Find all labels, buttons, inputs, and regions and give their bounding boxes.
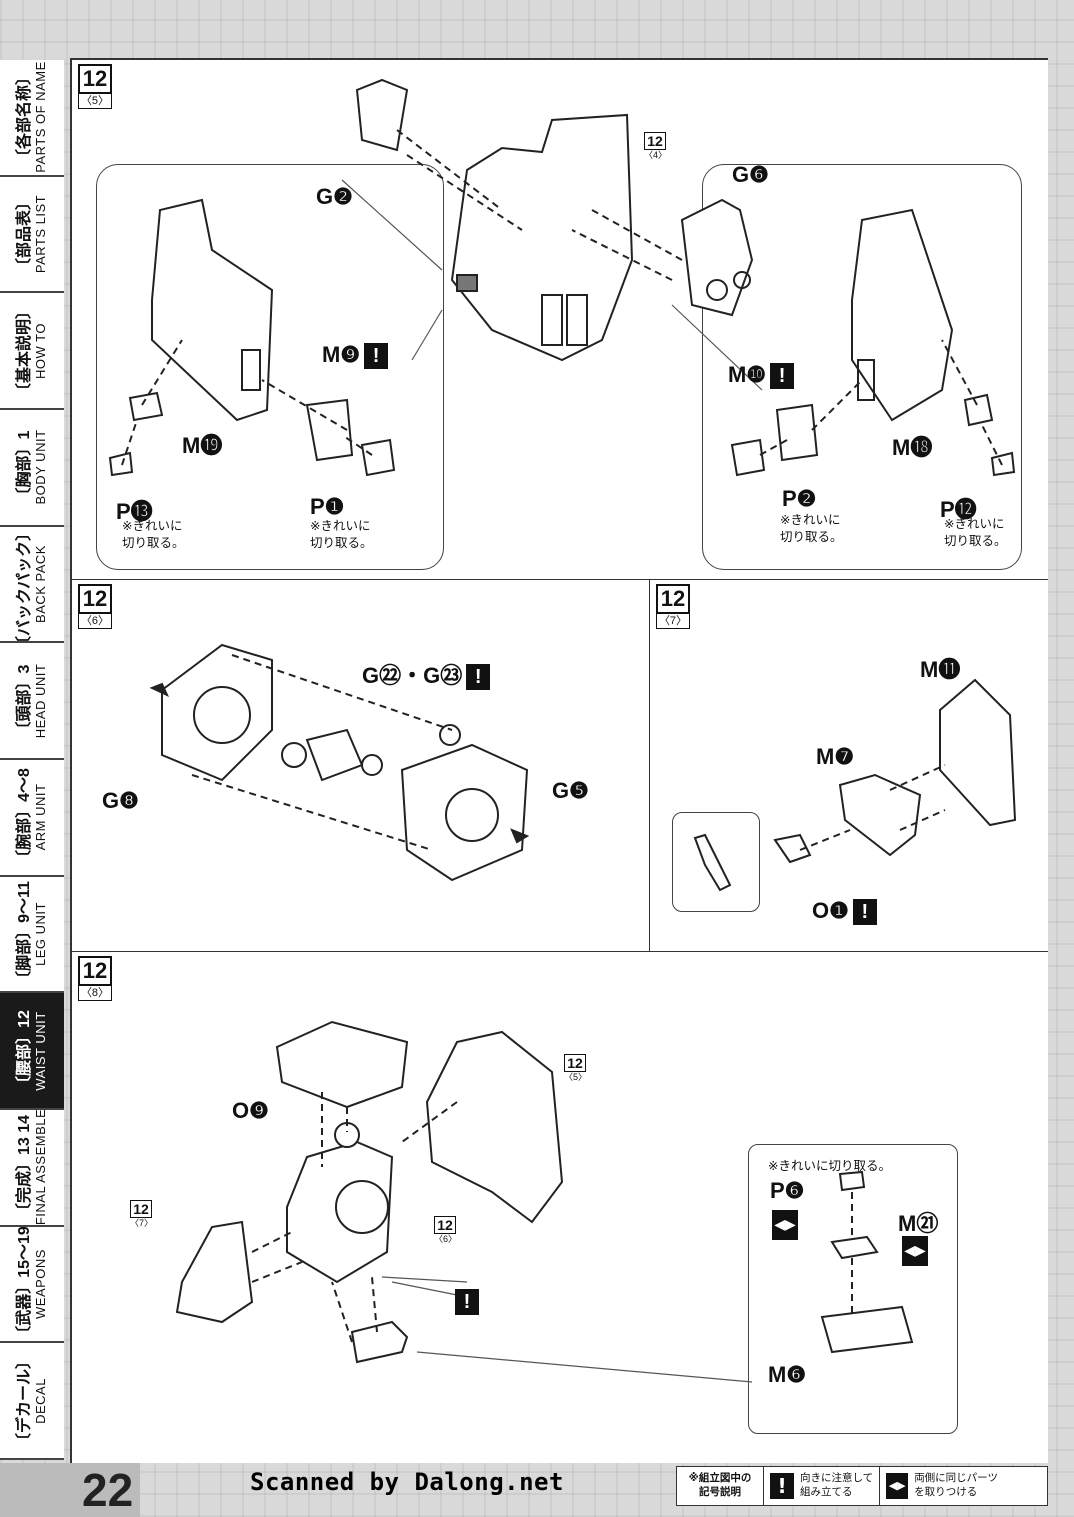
cut-note-p13: ※きれいに 切り取る。 <box>122 518 185 550</box>
ref-step-12-5: 12 〈5〉 <box>564 1054 588 1082</box>
step-12-8-panel: 12 〈8〉 <box>72 952 1048 1463</box>
step-12-8-diagram <box>175 1020 914 1383</box>
part-label-m18: M⓲ <box>892 435 933 460</box>
sidebar-section-en: BACK PACK <box>32 545 48 623</box>
sidebar-section-jp: 〔完成〕13 14 <box>15 1115 33 1220</box>
cut-note-p1: ※きれいに 切り取る。 <box>310 518 373 550</box>
legend-careful-orientation: ! 向きに注意して 組み立てる <box>763 1467 879 1505</box>
sidebar-section-jp: 〔基本説明〕 <box>15 302 33 399</box>
sidebar-section-jp: 〔腰部〕12 <box>15 1009 33 1092</box>
legend-title: ※組立図中の 記号説明 <box>688 1472 752 1498</box>
step-12-7-diagram <box>693 678 1017 892</box>
instruction-page: 12 〈5〉 <box>70 58 1048 1463</box>
part-label-g5: G❺ <box>552 778 589 803</box>
symbol-legend: ※組立図中の 記号説明 ! 向きに注意して 組み立てる ◀▶ 両側に同じパーツ … <box>676 1466 1048 1506</box>
sidebar-section-2: 〔基本説明〕HOW TO <box>0 293 64 410</box>
sidebar-section-jp: 〔腕部〕4〜8 <box>15 768 33 867</box>
warning-icon: ! <box>364 343 389 370</box>
sidebar-section-0: 〔各部名称〕PARTS OF NAME <box>0 60 64 177</box>
step-12-5-panel: 12 〈5〉 <box>72 60 1048 580</box>
part-label-m9: M❾! <box>322 342 389 370</box>
sidebar-section-en: BODY UNIT <box>32 429 48 505</box>
ref-step-12-7: 12 〈7〉 <box>130 1200 154 1228</box>
step-12-6-panel: 12 〈6〉 G㉒・G㉓! G❽ G❺ <box>72 580 650 952</box>
same-both-sides-icon-m21: ◀▶ <box>902 1236 928 1266</box>
cut-note-p12: ※きれいに 切り取る。 <box>944 516 1007 548</box>
step-tag: 12 〈8〉 <box>78 956 112 1001</box>
sidebar-section-en: WAIST UNIT <box>32 1010 48 1091</box>
sidebar-section-jp: 〔脚部〕9〜11 <box>15 881 33 987</box>
part-label-m19: M⓳ <box>182 433 223 458</box>
part-label-m11: M⓫ <box>920 657 961 682</box>
sidebar-section-11: 〔デカール〕DECAL <box>0 1343 64 1460</box>
sidebar-section-en: FINAL ASSEMBLE <box>32 1110 48 1226</box>
part-label-g8: G❽ <box>102 788 139 813</box>
step-12-5-diagram <box>108 78 1016 477</box>
step-tag: 12 〈6〉 <box>78 584 112 629</box>
part-label-o9: O❾ <box>232 1098 269 1123</box>
legend-both-sides: ◀▶ 両側に同じパーツ を取りつける <box>879 1467 1004 1505</box>
warning-icon: ! <box>770 363 795 390</box>
warning-icon: ! <box>455 1289 479 1316</box>
sidebar-section-en: HEAD UNIT <box>32 663 48 738</box>
part-label-p2: P❷ <box>782 486 817 511</box>
sidebar-section-jp: 〔各部名称〕 <box>15 69 33 166</box>
sidebar-section-jp: 〔デカール〕 <box>15 1352 33 1449</box>
scan-credit: Scanned by Dalong.net <box>250 1468 564 1496</box>
part-label-g22-g23: G㉒・G㉓! <box>362 658 491 691</box>
warning-icon: ! <box>466 664 491 691</box>
step-12-6-diagram <box>149 643 530 882</box>
sidebar-section-jp: 〔武器〕15〜19 <box>15 1226 33 1342</box>
sidebar-section-jp: 〔胸部〕1 <box>15 430 33 504</box>
part-label-p6: P❻ <box>770 1178 805 1203</box>
part-label-m10: M❿! <box>728 362 795 390</box>
part-label-g2: G❷ <box>316 184 353 209</box>
part-label-p12: P⓬ <box>940 497 977 522</box>
warning-icon-waist: ! <box>455 1288 479 1316</box>
same-both-sides-icon-p6: ◀▶ <box>772 1210 798 1240</box>
sidebar-section-en: PARTS OF NAME <box>32 61 48 174</box>
cut-note-p2: ※きれいに 切り取る。 <box>780 512 843 544</box>
part-label-o1: O❶! <box>812 898 877 926</box>
sidebar-section-en: ARM UNIT <box>32 783 48 851</box>
sidebar-section-en: HOW TO <box>32 322 48 379</box>
part-label-p1: P❶ <box>310 494 345 519</box>
step-12-7-panel: 12 〈7〉 M⓫ M❼ O❶! <box>650 580 1048 952</box>
sidebar-section-jp: 〔部品表〕 <box>15 193 33 274</box>
sidebar-section-en: WEAPONS <box>32 1249 48 1319</box>
sidebar-section-jp: 〔バックパック〕2 <box>15 526 33 644</box>
part-label-m6: M❻ <box>768 1362 807 1387</box>
cut-note-p6: ※きれいに切り取る。 <box>768 1158 891 1173</box>
sidebar-section-en: PARTS LIST <box>32 194 48 274</box>
page-number: 22 <box>0 1463 140 1517</box>
step-tag: 12 〈5〉 <box>78 64 112 109</box>
sidebar-section-en: DECAL <box>32 1377 48 1424</box>
sidebar-section-1: 〔部品表〕PARTS LIST <box>0 176 64 294</box>
part-label-m21: M㉑ <box>898 1211 939 1236</box>
sidebar-section-jp: 〔頭部〕3 <box>15 664 33 738</box>
part-label-g6: G❻ <box>732 162 769 187</box>
warning-icon: ! <box>852 899 877 926</box>
ref-step-12-4: 12 〈4〉 <box>644 132 668 160</box>
part-label-m7: M❼ <box>816 744 855 769</box>
sidebar-section-en: LEG UNIT <box>32 902 48 966</box>
section-index-sidebar: 〔各部名称〕PARTS OF NAME〔部品表〕PARTS LIST〔基本説明〕… <box>0 60 64 1460</box>
part-label-p13: P⓭ <box>116 499 153 524</box>
same-both-sides-icon: ◀▶ <box>886 1473 909 1499</box>
step-tag: 12 〈7〉 <box>656 584 690 629</box>
warning-icon: ! <box>770 1473 794 1499</box>
ref-step-12-6: 12 〈6〉 <box>434 1216 458 1244</box>
